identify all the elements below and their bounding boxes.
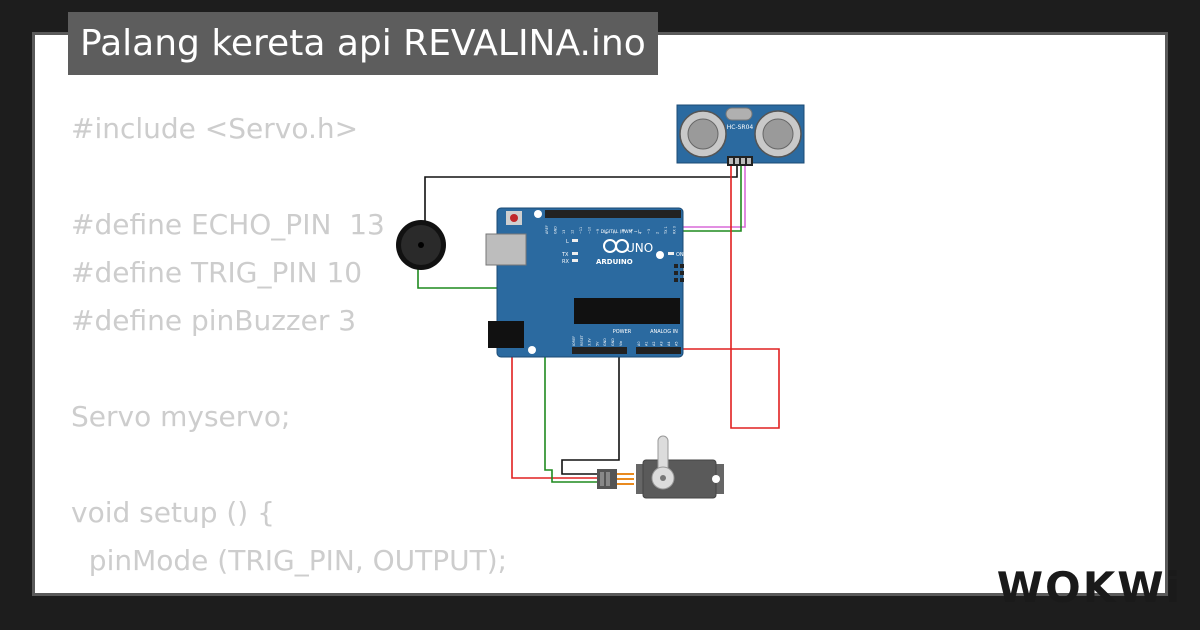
pin-label: 13: [562, 230, 566, 234]
pin-label: A2: [652, 342, 656, 346]
code-line: #define ECHO_PIN 13: [71, 208, 385, 241]
pin-label: RX 0: [673, 226, 677, 234]
power-label: POWER: [613, 329, 632, 335]
pin-label: Vin: [619, 341, 623, 346]
power-header: [572, 347, 627, 354]
pin-label: ~10: [588, 227, 592, 234]
sensor-label: HC-SR04: [727, 124, 754, 131]
pin-label: A5: [675, 342, 679, 346]
code-line: #include <Servo.h>: [71, 112, 359, 145]
wokwi-logo: WOKWi: [996, 563, 1182, 612]
pin-label: ~3: [647, 229, 651, 234]
atmega-chip: [574, 298, 680, 324]
power-jack: [488, 321, 524, 348]
code-line: #define pinBuzzer 3: [71, 304, 357, 337]
code-line: void setup () {: [71, 496, 275, 529]
servo-motor[interactable]: [597, 435, 724, 499]
wire-sensor-vcc: [612, 166, 780, 429]
pin-label: 12: [571, 230, 575, 234]
project-title: Palang kereta api REVALINA.ino: [68, 12, 658, 75]
code-line: pinMode (TRIG_PIN, OUTPUT);: [71, 544, 508, 577]
analog-label: ANALOG IN: [650, 329, 678, 335]
pin-label: A1: [645, 342, 649, 346]
code-line: Servo myservo;: [71, 400, 291, 433]
on-label: ON: [676, 252, 684, 258]
sensor-transducer-right: [754, 110, 802, 158]
piezo-buzzer[interactable]: [396, 220, 446, 270]
pin-label: ~11: [579, 227, 583, 234]
ultrasonic-sensor[interactable]: HC-SR04: [676, 104, 805, 166]
pin-label: GND: [611, 338, 615, 346]
pin-label: 8: [605, 232, 609, 234]
pin-label: 2: [656, 232, 660, 234]
arduino-uno-board[interactable]: DIGITAL (PWM ~) UNO ARDUINO L TX RX ON P…: [485, 207, 684, 358]
led-label-tx: TX: [561, 252, 569, 258]
pin-label: 5V: [595, 341, 599, 346]
pin-label: ~9: [596, 229, 600, 234]
pin-label: GND: [603, 338, 607, 346]
digital-label: DIGITAL (PWM ~): [601, 229, 640, 235]
pin-label: AREF: [545, 225, 549, 234]
code-preview: #include <Servo.h> #define ECHO_PIN 13 #de…: [71, 105, 508, 593]
board-model: UNO: [626, 241, 653, 255]
arduino-logo-icon: [603, 239, 629, 253]
pin-label: GND: [554, 226, 558, 234]
sensor-transducer-left: [679, 110, 727, 158]
led-label-l: L: [566, 239, 569, 245]
pin-label: ~6: [622, 229, 626, 234]
led-label-rx: RX: [562, 259, 569, 265]
analog-header: [636, 347, 681, 354]
pin-label: A3: [660, 342, 664, 346]
pin-label: IOREF: [572, 336, 576, 346]
pin-label: TX 1: [664, 226, 668, 235]
code-line: pinMode (ECHO_PIN, INPUT);: [71, 585, 507, 593]
pin-label: RESET: [580, 334, 584, 346]
diagram-card: #include <Servo.h> #define ECHO_PIN 13 #de…: [32, 32, 1168, 596]
wire-buzzer-gnd: [424, 166, 738, 262]
board-brand: ARDUINO: [596, 258, 633, 266]
pin-label: 3.3V: [588, 338, 592, 346]
pin-label: ~5: [630, 229, 634, 234]
pin-label: 7: [613, 232, 617, 234]
pin-label: A4: [667, 342, 671, 346]
digital-header: [545, 210, 681, 218]
usb-port: [485, 233, 527, 266]
wire-servo-gnd: [561, 350, 620, 475]
sensor-pins: [727, 156, 753, 166]
pin-label: A0: [637, 342, 641, 346]
code-line: #define TRIG_PIN 10: [71, 256, 363, 289]
icsp-header: [674, 264, 684, 282]
wire-servo-vcc: [511, 349, 597, 479]
pin-label: 4: [639, 232, 643, 234]
